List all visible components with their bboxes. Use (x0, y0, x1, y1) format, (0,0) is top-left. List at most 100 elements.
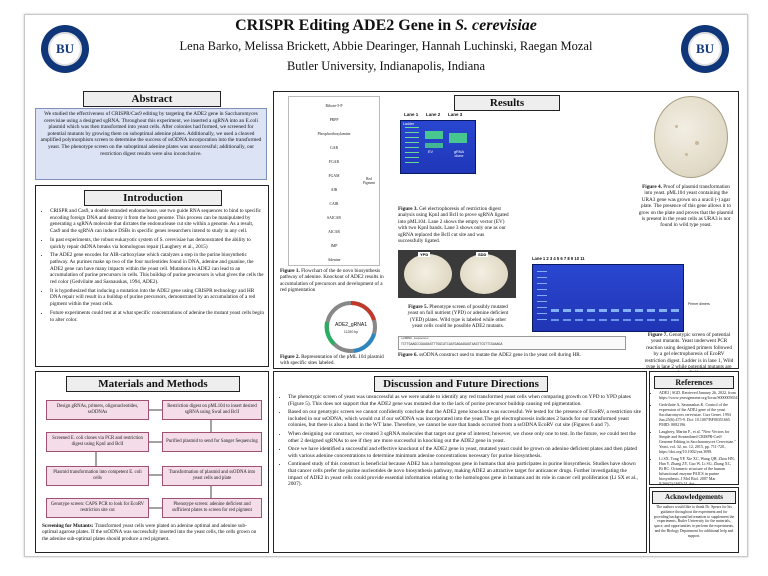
figure4-petri-dish (654, 96, 728, 178)
acknowledgements-panel: Acknowledgements The authors would like … (649, 487, 739, 553)
references-panel: References ADE2 | SGD. Retrieved January… (649, 371, 739, 491)
figure6-sequence-box: ssODNA sequence: TCTTGAAGCCGAAGAGTTTGGCA… (398, 336, 626, 350)
right-logo: BU (681, 25, 729, 73)
figure7-caption-label: Figure 7. (647, 332, 668, 338)
left-logo-letters: BU (48, 32, 82, 66)
pathway-step: Adenine (327, 258, 341, 262)
red-pigment-label: Red Pigment (363, 177, 375, 185)
gel-lane-label: Lane 2 (426, 112, 441, 117)
figure5-caption-text: Phenotype screen of possibly mutated yea… (407, 304, 509, 330)
gel-band (425, 143, 443, 148)
abstract-panel: Abstract We studied the effectiveness of… (35, 91, 267, 181)
plate-sdd-label: SDD (476, 252, 489, 257)
discussion-bullet: Based on our genotypic screen we cannot … (288, 409, 642, 429)
figure3-caption-text: Gel electrophoresis of restriction diges… (398, 206, 509, 245)
method-step: Transformation of plasmid and ssODNA int… (162, 466, 262, 486)
poster: BU BU CRISPR Editing ADE2 Gene in S. cer… (24, 14, 748, 557)
figure2-caption-label: Figure 2. (280, 354, 300, 360)
acknowledgements-text: The authors would like to thank Dr. Spea… (653, 505, 735, 538)
figure3-caption: Figure 3. Gel electrophoresis of restric… (398, 206, 510, 244)
figure2-caption: Figure 2. Representation of the pML 104 … (280, 354, 388, 367)
reference-item: Gedvilaite A, Sasnauskas K. Control of t… (659, 402, 736, 427)
results-panel: Results Ribose-5-P PRPP Phosphoribosylam… (273, 91, 739, 376)
figure6-caption: Figure 6. ssODNA construct used to mutat… (398, 352, 638, 358)
intro-bullet: It is hypothesized that inducing a mutat… (50, 288, 264, 308)
gel-ladder-lane (405, 127, 419, 167)
primer-dimers-label: Primer dimers (688, 302, 710, 306)
sequence-header: ssODNA sequence: (401, 337, 430, 340)
figure3-gel-image: Ladder EV gRNA clone (400, 120, 476, 174)
figure1-caption: Figure 1. Flowchart of the de novo biosy… (280, 268, 388, 294)
figure1-flowchart: Ribose-5-P PRPP Phosphoribosylamine GAR … (288, 96, 380, 266)
left-logo: BU (41, 25, 89, 73)
discussion-bullet: Once we have identified a successful and… (288, 446, 642, 459)
poster-authors: Lena Barko, Melissa Brickett, Abbie Dear… (179, 39, 593, 53)
gel-ladder-label: Ladder (403, 122, 415, 126)
pathway-list: Ribose-5-P PRPP Phosphoribosylamine GAR … (289, 99, 379, 267)
method-step: Plasmid transformation into competent E.… (46, 466, 149, 486)
figure6-caption-text: ssODNA construct used to mutate the ADE2… (419, 352, 582, 358)
discussion-bullet: Continued study of this construct is ben… (288, 461, 642, 487)
method-step: Design gRNAs, primers, oligonucleotides,… (46, 400, 149, 420)
reference-item: Li SX, Tong YP, Xie XC, Wang QH, Zhou HN… (659, 456, 736, 491)
pathway-step: IMP (330, 244, 338, 248)
intro-bullet: Future experiments could test at at what… (50, 310, 264, 323)
figure2-plasmid-map: ADE2_gRNA1 11250 bp (324, 300, 377, 353)
plasmid-size: 11250 bp (344, 330, 358, 334)
introduction-list: CRISPR and Cas9, a double stranded endon… (40, 208, 264, 323)
pathway-step: PRPP (329, 118, 339, 122)
gel-lane-label: Lane 3 (448, 112, 463, 117)
figure1-caption-label: Figure 1. (280, 268, 300, 274)
pathway-step: GAR (329, 146, 339, 150)
abstract-heading: Abstract (83, 91, 221, 107)
figure7-caption-text: Genotypic screen of potential yeast muta… (644, 332, 734, 376)
poster-title-italic: S. cerevisiae (455, 17, 537, 34)
poster-title-plain: CRISPR Editing ADE2 Gene in (235, 17, 456, 34)
results-heading: Results (454, 95, 560, 111)
discussion-heading: Discussion and Future Directions (374, 376, 548, 392)
plate-ypd-label: YPD (418, 252, 431, 257)
pathway-step: SAICAR (327, 216, 341, 220)
figure2-caption-text: Representation of the pML 104 plasmid wi… (280, 354, 384, 367)
discussion-bullet: The phenotypic screen of yeast was unsuc… (288, 394, 642, 407)
figure7-lanes-label: Lane 1 2 3 4 5 6 7 8 9 10 11 (532, 256, 585, 261)
methods-panel: Materials and Methods Design gRNAs, prim… (35, 371, 269, 553)
intro-bullet: CRISPR and Cas9, a double stranded endon… (50, 208, 264, 235)
discussion-bullet: When designing our construct, we created… (288, 431, 642, 444)
figure4-caption-text: Proof of plasmid transformation into yea… (638, 184, 734, 229)
pathway-step: AIR (330, 188, 338, 192)
gel-lane-label: Lane 1 (404, 112, 419, 117)
poster-title: CRISPR Editing ADE2 Gene in S. cerevisia… (25, 17, 747, 35)
references-heading: References (654, 376, 734, 389)
poster-affiliation: Butler University, Indianapolis, Indiana (286, 59, 486, 73)
intro-bullet: In past experiments, the robust eukaryot… (50, 237, 264, 250)
screening-text: Transformed yeast cells were plated on a… (42, 523, 257, 542)
acknowledgements-heading: Acknowledgements (652, 491, 736, 504)
methods-heading: Materials and Methods (66, 376, 240, 392)
method-step: Phenotype screen: adenine deficient and … (162, 498, 262, 518)
intro-bullet: The ADE2 gene encodes for AIR-carboxylas… (50, 252, 264, 286)
gel-grna-label: gRNA clone (453, 150, 465, 158)
plate-sdd (460, 254, 508, 294)
gel-ev-label: EV (428, 150, 434, 154)
abstract-text: We studied the effectiveness of CRISPR/C… (35, 108, 267, 180)
introduction-heading: Introduction (84, 190, 222, 206)
screening-text-block: Screening for Mutants: Transformed yeast… (42, 523, 262, 542)
figure4-caption: Figure 4. Proof of plasmid transformatio… (638, 184, 734, 229)
reference-item: ADE2 | SGD. Retrieved January 26, 2022, … (659, 390, 738, 400)
pathway-step: CAIR (329, 202, 339, 206)
figure5-plates: YPD SDD (398, 250, 516, 298)
references-list: ADE2 | SGD. Retrieved January 26, 2022, … (652, 390, 738, 493)
figure3-caption-label: Figure 3. (398, 206, 418, 212)
figure5-caption-label: Figure 5. (408, 304, 428, 310)
gel7-ladder-lane (537, 271, 547, 325)
method-step: Purified plasmid to send for Sanger Sequ… (162, 432, 262, 452)
figure7-gel-image (532, 264, 684, 332)
figure1-caption-text: Flowchart of the de novo biosynthesis pa… (280, 268, 384, 294)
reference-item: Laughery, Martin F., et al. "New Vectors… (659, 429, 736, 454)
discussion-list: The phenotypic screen of yeast was unsuc… (278, 394, 642, 488)
gel7-band-row (551, 319, 679, 321)
method-step: Genotype screen: CAPS PCR to look for Ec… (46, 498, 149, 518)
pathway-step: Phosphoribosylamine (317, 132, 351, 136)
methods-arrows (95, 409, 212, 509)
